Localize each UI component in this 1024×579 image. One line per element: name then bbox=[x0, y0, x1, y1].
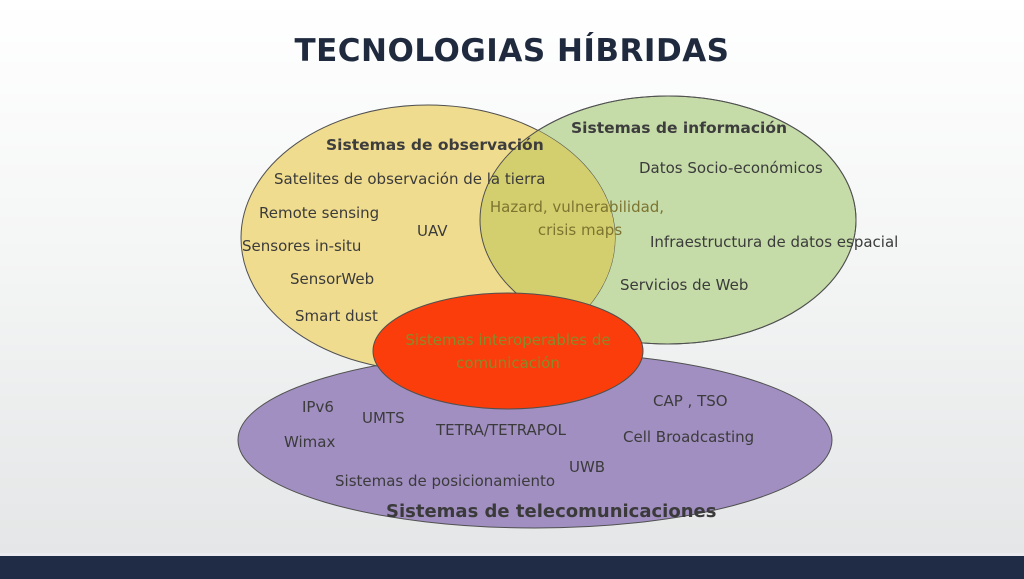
informacion-ellipse-outline bbox=[479, 95, 857, 345]
observacion-item: Remote sensing bbox=[259, 204, 380, 222]
observacion-item: SensorWeb bbox=[290, 270, 375, 288]
observacion-item: Smart dust bbox=[295, 307, 378, 325]
interoperables-line: comunicación bbox=[456, 354, 560, 372]
telecom-item: Sistemas de posicionamiento bbox=[335, 472, 556, 490]
observacion-header: Sistemas de observación bbox=[326, 136, 544, 154]
footer-bar bbox=[0, 553, 1024, 579]
overlap-line: Hazard, vulnerabilidad, bbox=[489, 198, 665, 216]
interoperables-line: Sistemas interoperables de bbox=[405, 331, 611, 349]
observacion-item: Sensores in-situ bbox=[242, 237, 362, 255]
informacion-header: Sistemas de información bbox=[571, 119, 788, 137]
overlap-line: crisis maps bbox=[537, 221, 623, 239]
telecom-item: UMTS bbox=[362, 409, 405, 427]
informacion-item: Servicios de Web bbox=[620, 276, 749, 294]
telecomunicaciones-header: Sistemas de telecomunicaciones bbox=[386, 501, 717, 522]
informacion-item: Datos Socio-económicos bbox=[639, 159, 823, 177]
observacion-item: UAV bbox=[417, 222, 448, 240]
observacion-item: Satelites de observación de la tierra bbox=[274, 170, 546, 188]
telecom-item: CAP , TSO bbox=[653, 392, 728, 410]
telecom-item: UWB bbox=[569, 458, 606, 476]
telecom-item: IPv6 bbox=[302, 398, 334, 416]
interoperables-ellipse bbox=[372, 292, 644, 410]
telecom-item: TETRA/TETRAPOL bbox=[436, 421, 567, 439]
telecom-item: Wimax bbox=[284, 433, 336, 451]
informacion-item: Infraestructura de datos espacial bbox=[650, 233, 899, 251]
slide-title: TECNOLOGIAS HÍBRIDAS bbox=[294, 33, 730, 69]
telecom-item: Cell Broadcasting bbox=[623, 428, 755, 446]
